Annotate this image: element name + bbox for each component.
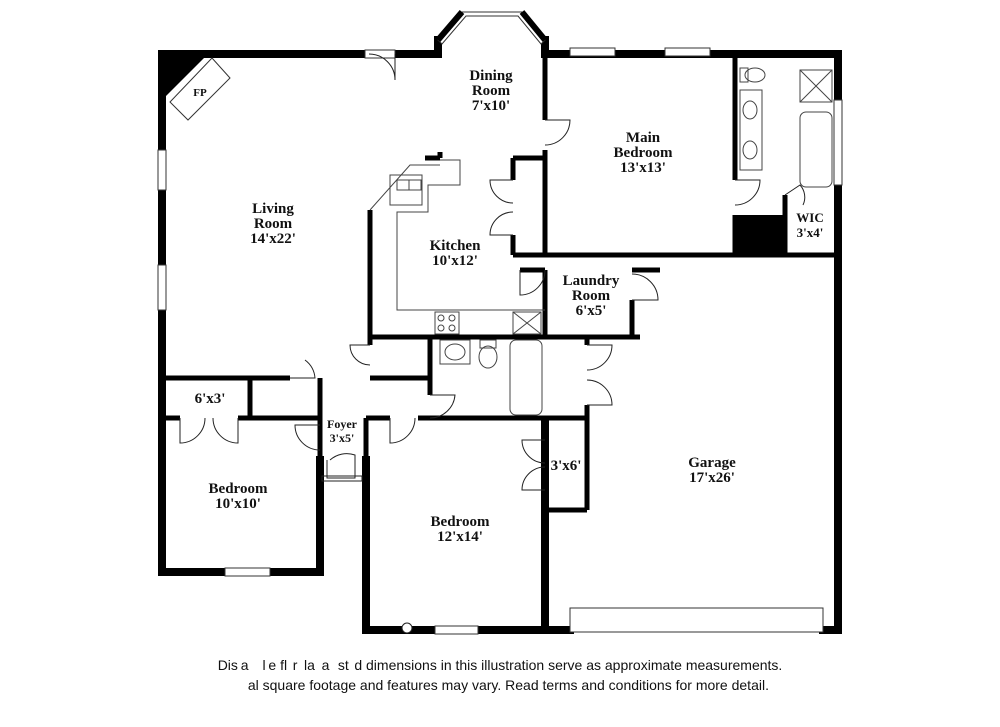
disclaimer-line-2: al square footage and features may vary.… (231, 677, 769, 693)
foyer-name: Foyer (327, 417, 358, 431)
exterior-walls (158, 36, 842, 634)
main-bedroom-size: 13'x13' (620, 160, 666, 176)
wic-size: 3'x4' (797, 225, 824, 240)
garage-name: Garage (688, 455, 736, 471)
fireplace-hearth (169, 57, 231, 121)
laundry-room-name-line2: Room (572, 288, 611, 304)
living-room-name-line1: Living (252, 201, 294, 217)
fireplace-label: FP (193, 87, 207, 99)
closet-3x6-size: 3'x6' (551, 458, 582, 474)
dining-room-size: 7'x10' (472, 98, 510, 114)
hall-bath-fixtures (439, 339, 543, 416)
fireplace-block (158, 50, 212, 104)
windows (157, 11, 843, 635)
bedroom-left-name: Bedroom (209, 481, 268, 497)
bay-window (435, 10, 548, 42)
room-labels: FP Dining Room 7'x10' Main Bedroom 13'x1… (193, 68, 823, 545)
main-bath-fixtures (739, 67, 833, 188)
garage-size: 17'x26' (689, 470, 735, 486)
closet-6x3-size: 6'x3' (195, 391, 226, 407)
entry-marker-icon (401, 622, 413, 634)
interior-walls (162, 54, 838, 513)
doors (179, 53, 806, 491)
bedroom-middle-size: 12'x14' (437, 529, 483, 545)
living-room-name-line2: Room (254, 216, 293, 232)
dining-room-name-line1: Dining (469, 68, 513, 84)
laundry-room-size: 6'x5' (576, 303, 607, 319)
living-room-size: 14'x22' (250, 231, 296, 247)
main-bedroom-name-line2: Bedroom (614, 145, 673, 161)
main-bedroom-name-line1: Main (626, 130, 661, 146)
wic-corner-block (735, 215, 783, 255)
bedroom-middle-name: Bedroom (431, 514, 490, 530)
kitchen-counters (369, 159, 545, 335)
kitchen-size: 10'x12' (432, 253, 478, 269)
bedroom-left-size: 10'x10' (215, 496, 261, 512)
laundry-room-name-line1: Laundry (563, 273, 620, 289)
kitchen-name: Kitchen (430, 238, 481, 254)
foyer-size: 3'x5' (330, 431, 355, 445)
disclaimer-line-1: Dis a l e fl r la a st d dimensions in t… (217, 657, 783, 673)
wic-name: WIC (796, 210, 823, 225)
dining-room-name-line2: Room (472, 83, 511, 99)
